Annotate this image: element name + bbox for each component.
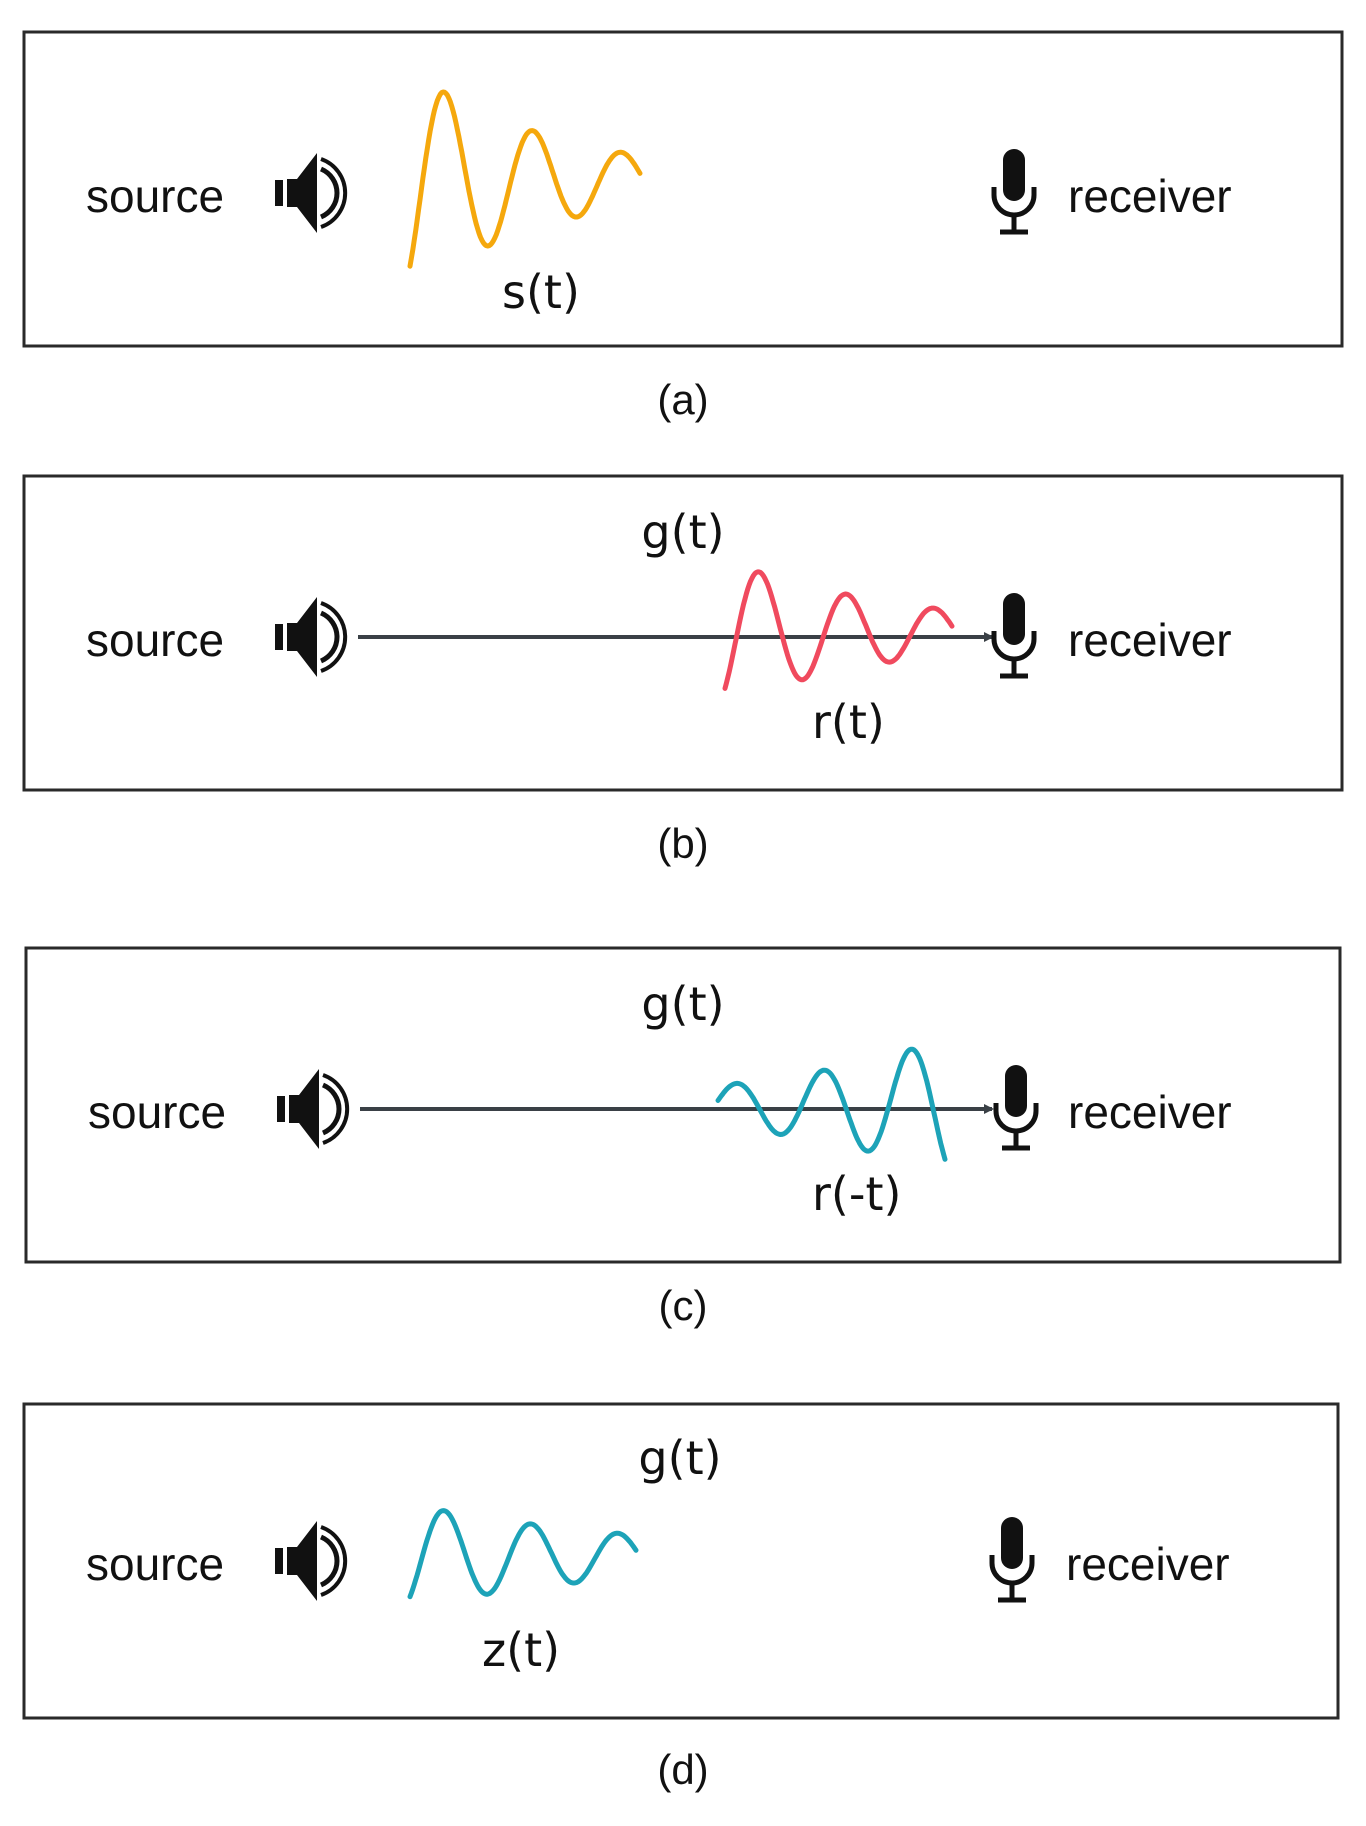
received-wave-r <box>722 569 955 691</box>
wave-label-r: r(t) <box>812 695 885 749</box>
microphone-icon <box>994 149 1034 232</box>
speaker-icon <box>275 597 345 677</box>
receiver-label: receiver <box>1068 1086 1232 1138</box>
source-wave-s <box>407 89 643 269</box>
panel-d-frame <box>22 1402 1340 1720</box>
source-label: source <box>86 170 224 222</box>
source-label: source <box>86 1538 224 1590</box>
panel-c: g(t) source r(-t) receiver <box>24 946 1342 1264</box>
green-function-label: g(t) <box>641 505 724 559</box>
wave-label-s: s(t) <box>502 265 580 319</box>
green-function-label: g(t) <box>638 1431 721 1485</box>
microphone-icon <box>994 593 1034 676</box>
source-label: source <box>86 614 224 666</box>
panel-c-frame <box>24 946 1342 1264</box>
caption-a: (a) <box>657 376 708 423</box>
panel-a-frame <box>22 30 1344 348</box>
speaker-icon <box>277 1069 347 1149</box>
receiver-label: receiver <box>1068 614 1232 666</box>
microphone-icon <box>996 1065 1036 1148</box>
wave-label-z: z(t) <box>482 1623 560 1677</box>
source-label: source <box>88 1086 226 1138</box>
panel-d: g(t) source z(t) receiver <box>22 1402 1340 1720</box>
panel-b-frame <box>22 474 1344 792</box>
green-function-label: g(t) <box>641 977 724 1031</box>
receiver-label: receiver <box>1066 1538 1230 1590</box>
receiver-label: receiver <box>1068 170 1232 222</box>
caption-b: (b) <box>657 820 708 867</box>
speaker-icon <box>275 1521 345 1601</box>
speaker-icon <box>275 153 345 233</box>
panel-b: g(t) source r(t) receiver <box>22 474 1344 792</box>
wave-label-r-reversed: r(-t) <box>812 1167 901 1221</box>
caption-d: (d) <box>657 1746 708 1793</box>
caption-c: (c) <box>659 1282 708 1329</box>
reversed-wave-r-minus-t <box>715 1046 948 1162</box>
microphone-icon <box>992 1517 1032 1600</box>
focused-wave-z <box>407 1508 639 1600</box>
panel-a: source s(t) receiver <box>22 30 1344 348</box>
